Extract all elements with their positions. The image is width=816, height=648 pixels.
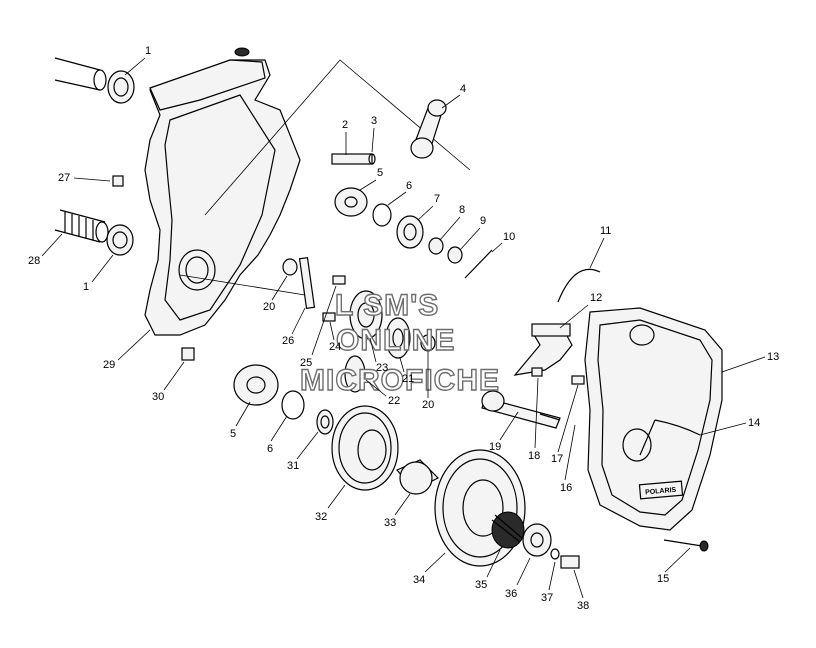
callout-3: 3 xyxy=(371,115,377,127)
callout-37: 37 xyxy=(541,592,553,604)
watermark-line-1: L SM'S xyxy=(335,289,439,322)
watermark-line-3: MICROFICHE xyxy=(300,364,500,397)
shift-parts xyxy=(481,268,601,429)
callout-11: 11 xyxy=(600,225,611,237)
callout-6-upper: 6 xyxy=(406,180,412,192)
callout-20-lower: 20 xyxy=(422,399,434,411)
callout-19: 19 xyxy=(489,441,501,453)
callout-5-lower: 5 xyxy=(230,428,236,440)
callout-1-top: 1 xyxy=(145,45,151,57)
callout-1-lower: 1 xyxy=(83,281,89,293)
callout-23: 23 xyxy=(376,362,388,374)
callout-28: 28 xyxy=(28,255,40,267)
callout-34: 34 xyxy=(413,574,425,586)
callout-10: 10 xyxy=(503,231,515,243)
callout-5-upper: 5 xyxy=(377,167,383,179)
callout-13: 13 xyxy=(767,351,779,363)
chaincase-cover: POLARIS xyxy=(584,307,723,552)
callout-6-lower: 6 xyxy=(267,443,273,455)
callout-36: 36 xyxy=(505,588,517,600)
brand-plate-text: POLARIS xyxy=(645,487,677,497)
callout-2: 2 xyxy=(342,119,348,131)
gear-cluster xyxy=(344,290,436,393)
callout-29: 29 xyxy=(103,359,115,371)
callout-38: 38 xyxy=(577,600,589,612)
callout-30: 30 xyxy=(152,391,164,403)
lower-parts xyxy=(233,364,580,569)
callout-33: 33 xyxy=(384,517,396,529)
upper-parts xyxy=(282,99,493,322)
callout-35: 35 xyxy=(475,579,487,591)
callout-14: 14 xyxy=(748,417,760,429)
callout-25: 25 xyxy=(300,357,312,369)
callout-21: 21 xyxy=(402,373,414,385)
callout-22: 22 xyxy=(388,395,400,407)
watermark-line-2: ONLINE xyxy=(336,324,455,357)
callout-26: 26 xyxy=(282,335,294,347)
callouts: 1 1 2 3 4 5 5 6 6 7 8 9 10 xyxy=(28,45,779,612)
callout-9: 9 xyxy=(480,215,486,227)
main-case xyxy=(54,47,301,361)
callout-8: 8 xyxy=(459,204,465,216)
callout-20-upper: 20 xyxy=(263,301,275,313)
watermark: L SM'S ONLINE MICROFICHE xyxy=(299,288,500,397)
callout-15: 15 xyxy=(657,573,669,585)
callout-17: 17 xyxy=(551,453,563,465)
callout-12: 12 xyxy=(590,292,602,304)
callout-27: 27 xyxy=(58,172,70,184)
callout-16: 16 xyxy=(560,482,572,494)
callout-31: 31 xyxy=(287,460,299,472)
callout-32: 32 xyxy=(315,511,327,523)
callout-4: 4 xyxy=(460,83,466,95)
callout-7: 7 xyxy=(434,193,440,205)
callout-18: 18 xyxy=(528,450,540,462)
callout-24: 24 xyxy=(329,341,341,353)
